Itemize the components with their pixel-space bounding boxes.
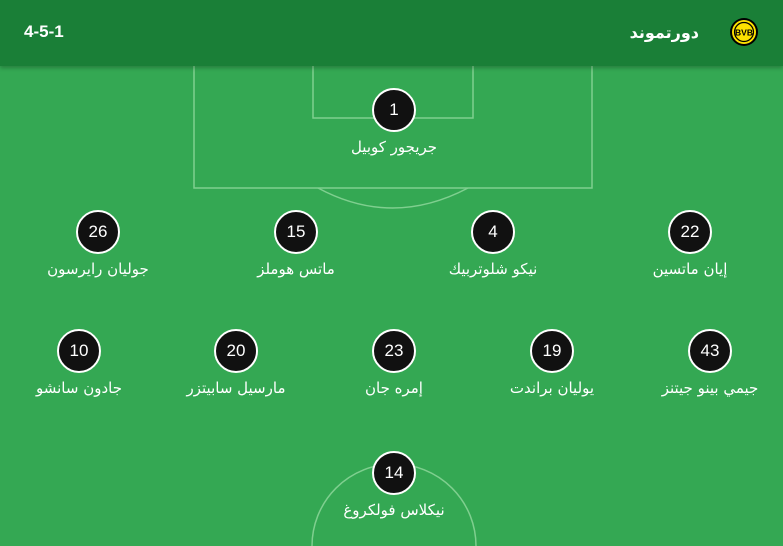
player-name: إمره جان [365, 379, 423, 397]
player-defender[interactable]: 22 إيان ماتسين [605, 210, 775, 278]
player-midfielder[interactable]: 20 مارسيل سابيتزر [151, 329, 321, 397]
player-name: إيان ماتسين [652, 260, 728, 278]
player-number-badge: 23 [372, 329, 416, 373]
player-name: نيكلاس فولكروغ [343, 501, 445, 519]
player-number-badge: 20 [214, 329, 258, 373]
player-midfielder[interactable]: 43 جيمي بينو جيتنز [625, 329, 783, 397]
player-forward[interactable]: 14 نيكلاس فولكروغ [309, 451, 479, 519]
bvb-crest-icon[interactable]: BVB [729, 17, 759, 47]
pitch: 1 جريجور كوبيل 26 جوليان رايرسون 15 ماتس… [0, 66, 783, 546]
player-midfielder[interactable]: 19 يوليان براندت [467, 329, 637, 397]
player-name: جادون سانشو [36, 379, 122, 397]
player-number-badge: 43 [688, 329, 732, 373]
lineup-header: 4-5-1 دورتموند BVB [0, 0, 783, 66]
player-number-badge: 15 [274, 210, 318, 254]
formation-label: 4-5-1 [24, 22, 64, 41]
player-midfielder[interactable]: 10 جادون سانشو [0, 329, 164, 397]
player-midfielder[interactable]: 23 إمره جان [309, 329, 479, 397]
player-number-badge: 1 [372, 88, 416, 132]
player-number-badge: 19 [530, 329, 574, 373]
player-name: جيمي بينو جيتنز [661, 379, 759, 397]
player-name: ماتس هوملز [257, 260, 335, 278]
player-number-badge: 22 [668, 210, 712, 254]
player-defender[interactable]: 4 نيكو شلوتربيك [408, 210, 578, 278]
player-name: يوليان براندت [509, 379, 595, 397]
player-defender[interactable]: 26 جوليان رايرسون [13, 210, 183, 278]
player-number-badge: 10 [57, 329, 101, 373]
team-name[interactable]: دورتموند [629, 23, 699, 42]
player-goalkeeper[interactable]: 1 جريجور كوبيل [309, 88, 479, 156]
player-number-badge: 26 [76, 210, 120, 254]
player-name: جوليان رايرسون [47, 260, 149, 278]
player-name: جريجور كوبيل [350, 138, 438, 156]
player-number-badge: 14 [372, 451, 416, 495]
player-defender[interactable]: 15 ماتس هوملز [211, 210, 381, 278]
player-number-badge: 4 [471, 210, 515, 254]
player-name: نيكو شلوتربيك [448, 260, 538, 278]
svg-text:BVB: BVB [735, 28, 753, 38]
player-name: مارسيل سابيتزر [186, 379, 286, 397]
